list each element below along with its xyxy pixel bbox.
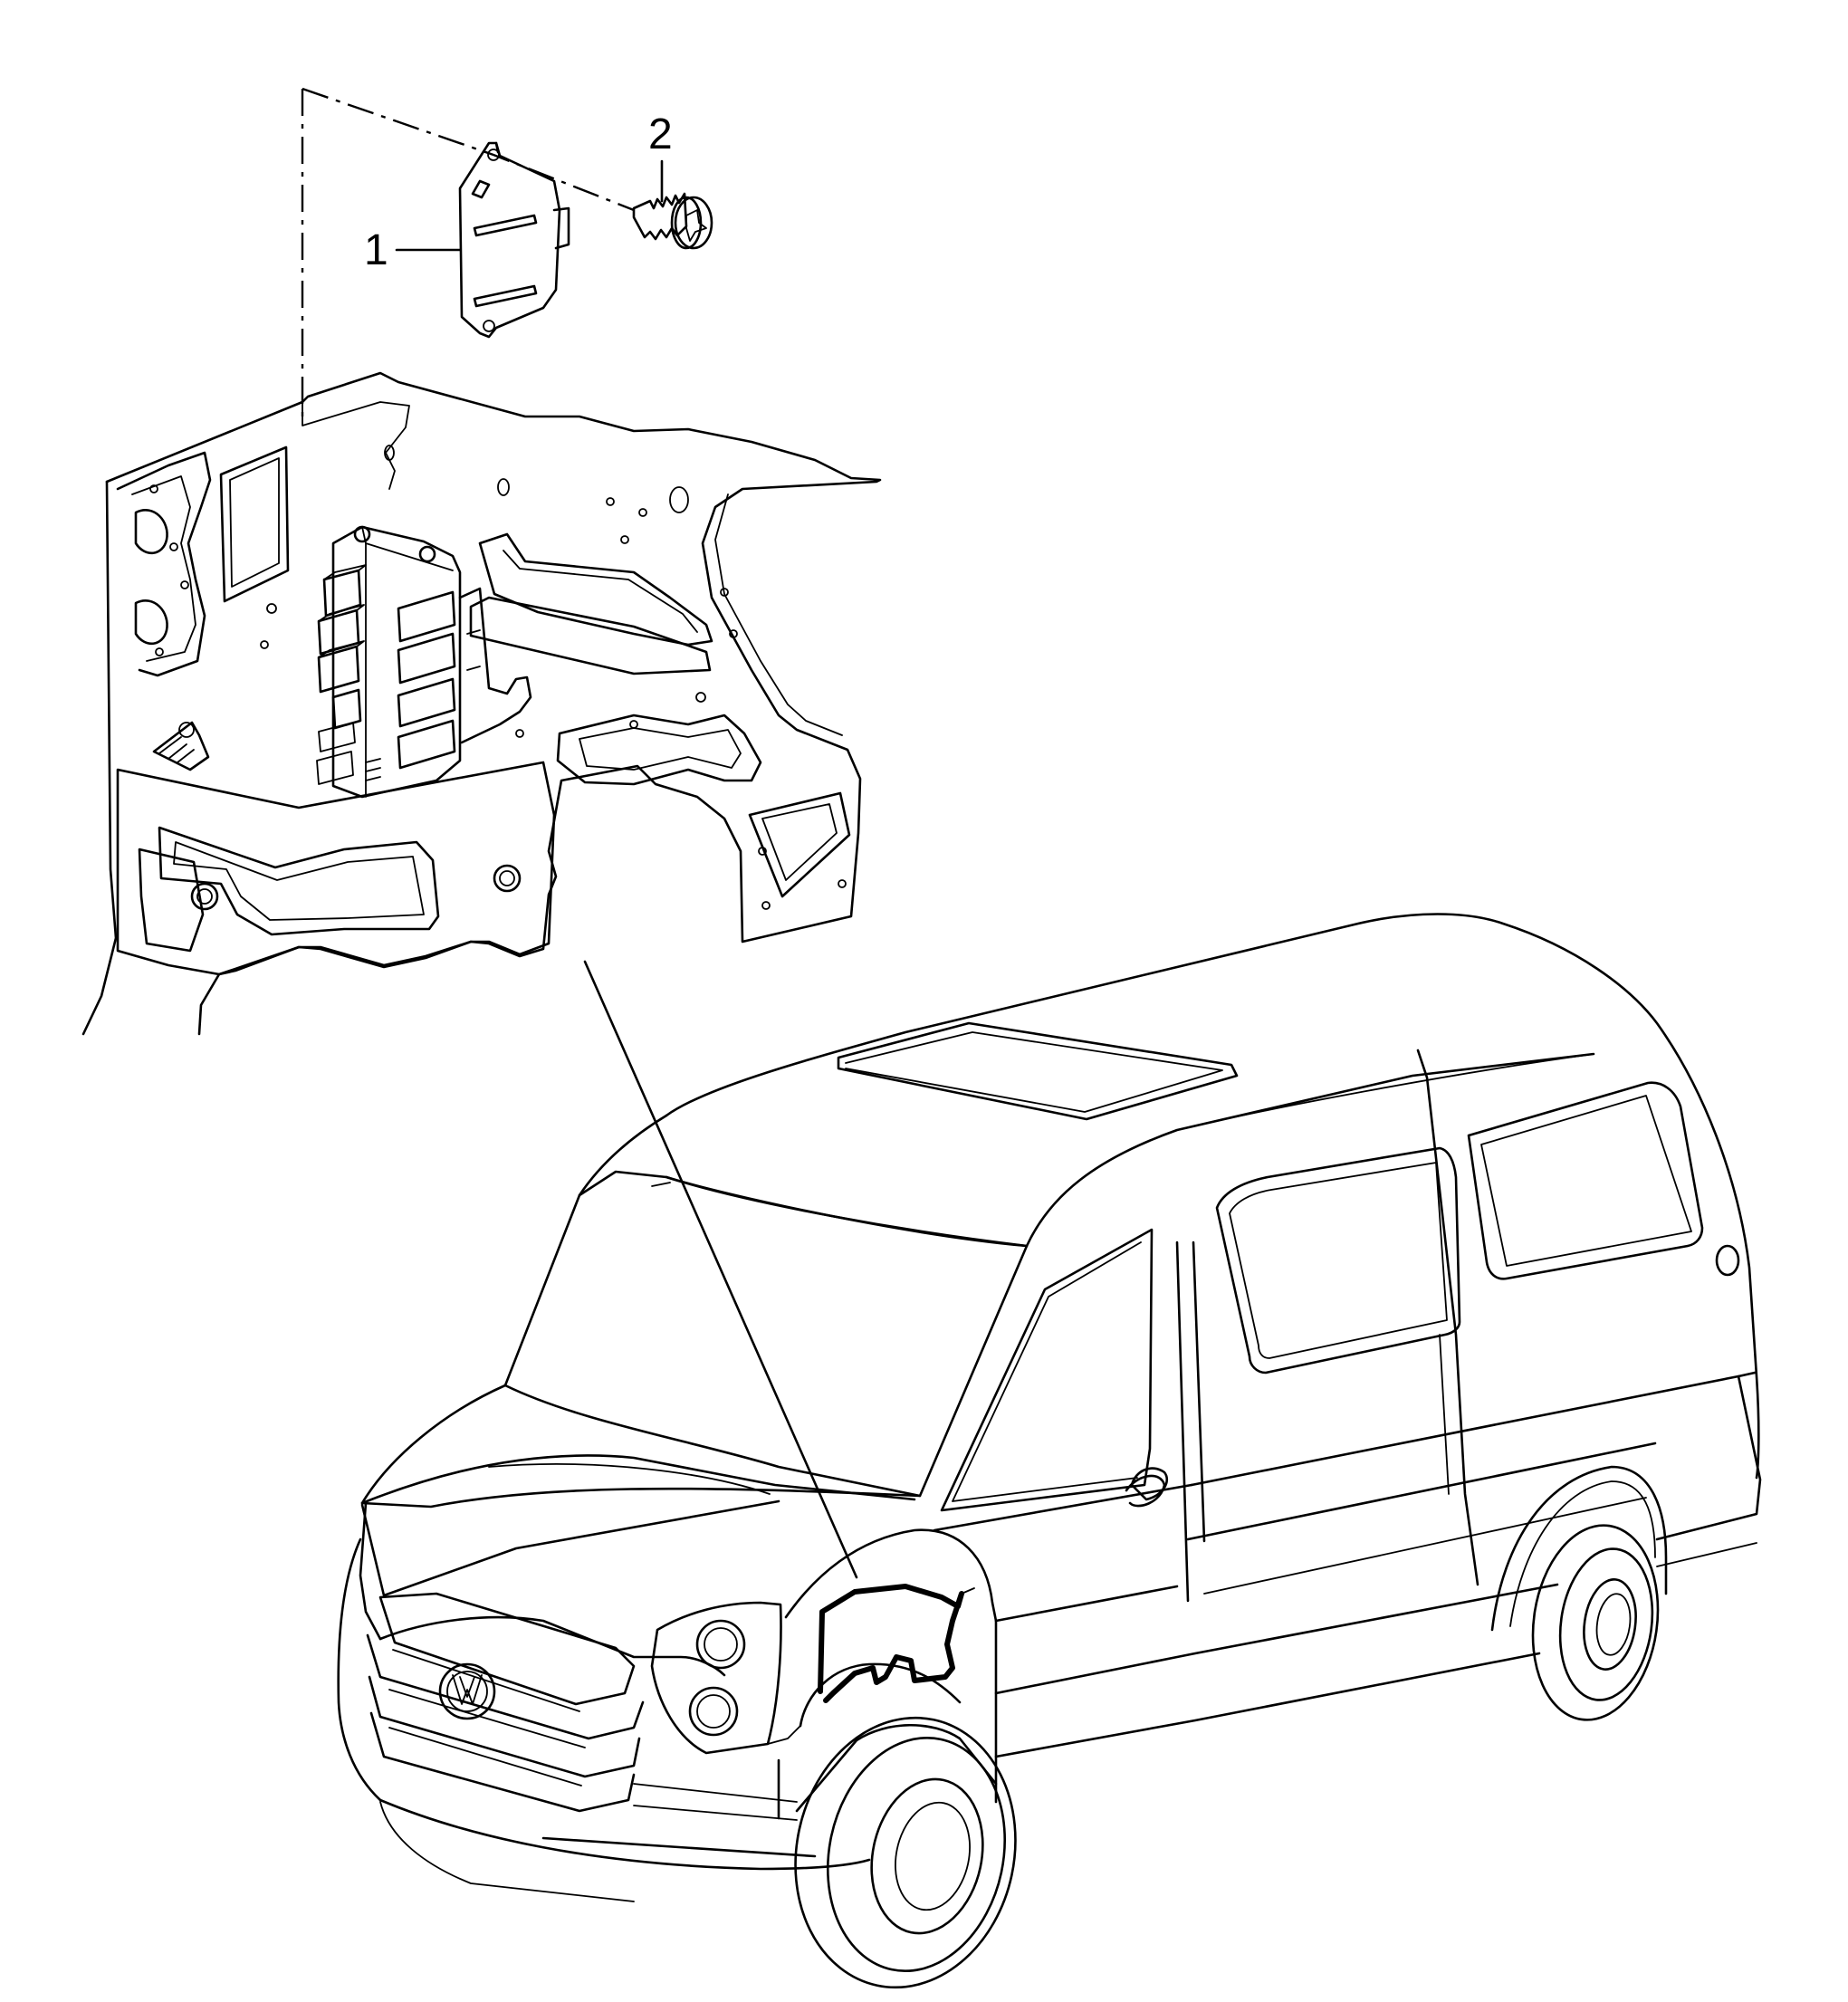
location-pointer-line (583, 960, 858, 1579)
alignment-line-diagonal (302, 87, 635, 212)
callout-1: 1 (364, 226, 388, 274)
van (337, 913, 1762, 1989)
vw-badge (438, 1662, 496, 1720)
bracket (458, 141, 570, 339)
wiring-harness (818, 1584, 964, 1703)
screw (632, 192, 713, 250)
callout-2: 2 (648, 110, 673, 158)
interior-panel (81, 371, 882, 1036)
